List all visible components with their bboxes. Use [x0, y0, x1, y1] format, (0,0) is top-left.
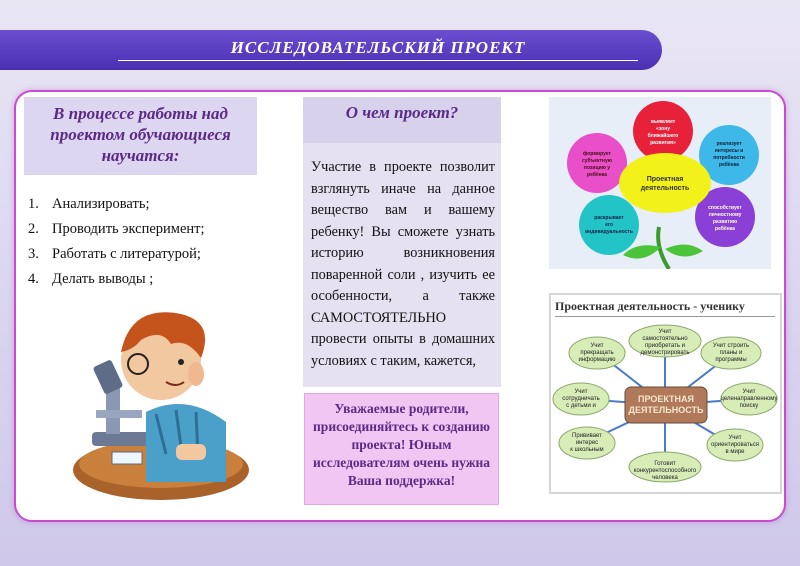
skills-list: 1.Анализировать; 2.Проводить эксперимент… [28, 192, 258, 292]
skill-item: 4.Делать выводы ; [28, 271, 154, 287]
title-banner: ИССЛЕДОВАТЕЛЬСКИЙ ПРОЕКТ [0, 30, 662, 70]
learning-heading-box: В процессе работы над проектом обучающие… [24, 97, 257, 175]
skill-item: 1.Анализировать; [28, 196, 150, 212]
scheme-diagram: Проектная деятельность - ученику ПРОЕКТН… [549, 293, 782, 494]
scheme-title: Проектная деятельность - ученику [555, 299, 775, 317]
skill-item: 2.Проводить эксперимент; [28, 221, 205, 237]
learning-heading: В процессе работы над проектом обучающие… [50, 104, 231, 165]
page-title: ИССЛЕДОВАТЕЛЬСКИЙ ПРОЕКТ [118, 38, 638, 61]
about-project-panel: О чем проект? Участие в проекте позволит… [303, 97, 501, 387]
boy-microscope-illustration [26, 292, 255, 505]
parents-appeal: Уважаемые родители, присоединяйтесь к со… [304, 393, 499, 505]
about-body: Участие в проекте позволит взглянуть ина… [311, 159, 495, 369]
skill-item: 3.Работать с литературой; [28, 246, 201, 262]
about-heading: О чем проект? [303, 97, 501, 143]
boy-microscope-icon [73, 312, 249, 500]
